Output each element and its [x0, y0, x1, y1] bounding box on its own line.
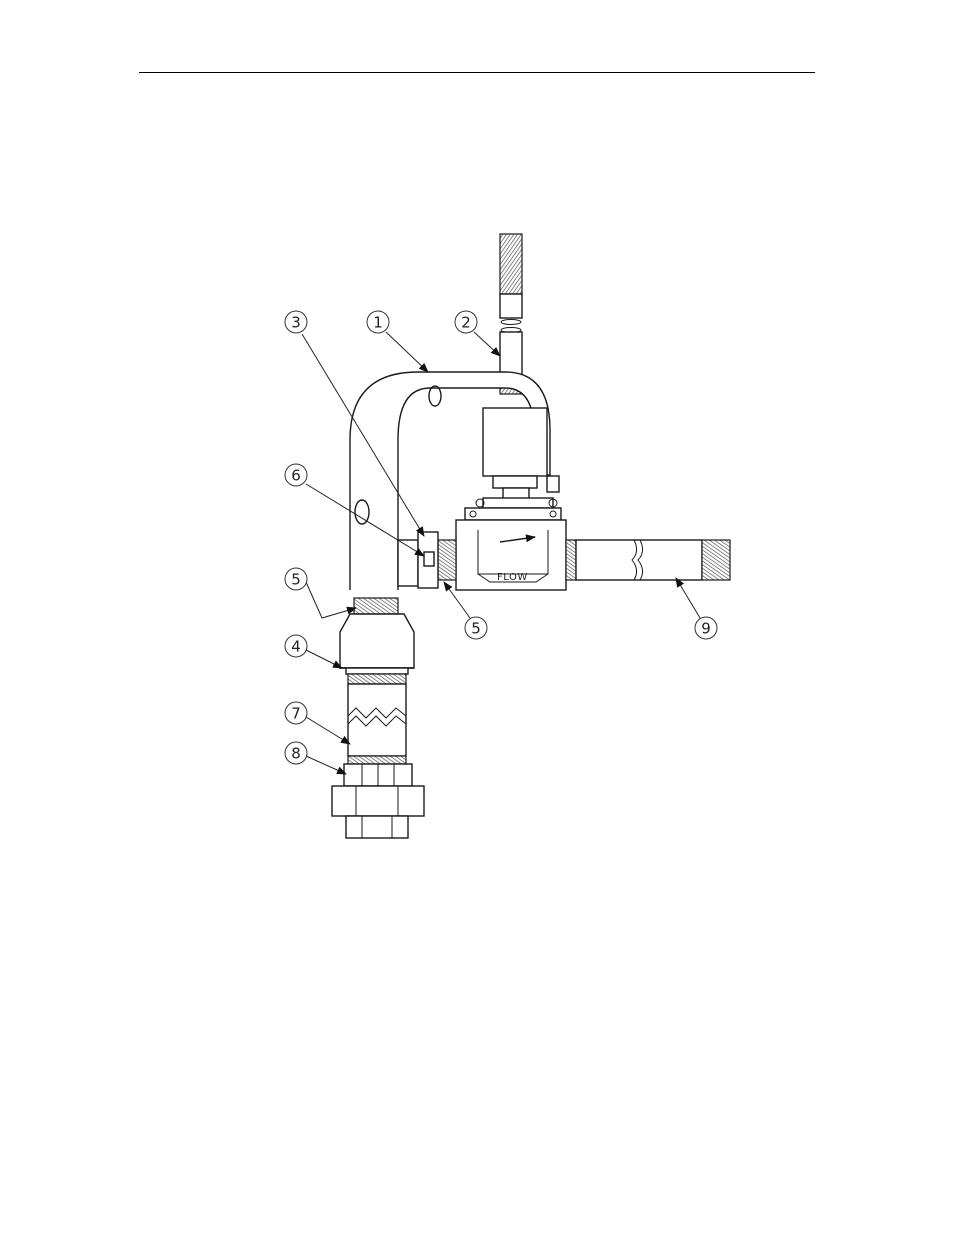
- svg-text:1: 1: [373, 314, 383, 332]
- svg-text:3: 3: [291, 314, 301, 332]
- tee-union-fitting: [398, 532, 438, 588]
- svg-text:8: 8: [291, 745, 301, 763]
- callout-5-left: 5: [285, 568, 356, 618]
- svg-text:4: 4: [291, 638, 301, 656]
- upper-stem-pipe: [500, 234, 522, 394]
- callout-2: 2: [455, 311, 500, 356]
- outlet-pipe: [566, 540, 730, 580]
- flow-label: FLOW: [497, 572, 528, 583]
- svg-text:5: 5: [471, 620, 481, 638]
- callout-1: 1: [367, 311, 428, 372]
- solenoid-coil: [465, 408, 561, 520]
- svg-text:7: 7: [291, 705, 301, 723]
- left-thread-nipple: [438, 540, 456, 580]
- union-nut: [332, 764, 424, 838]
- callout-9: 8: [285, 742, 346, 774]
- callout-8: 7: [285, 702, 350, 744]
- solenoid-valve-body: FLOW: [456, 520, 566, 590]
- svg-text:6: 6: [291, 467, 301, 485]
- reducer-bushing: [340, 614, 414, 674]
- svg-text:5: 5: [291, 571, 301, 589]
- callout-4: 4: [285, 635, 342, 668]
- svg-text:2: 2: [461, 314, 471, 332]
- callout-7: 9: [676, 578, 717, 639]
- lower-threads: [354, 598, 398, 614]
- svg-text:9: 9: [701, 620, 711, 638]
- flex-hose-section: [348, 674, 406, 764]
